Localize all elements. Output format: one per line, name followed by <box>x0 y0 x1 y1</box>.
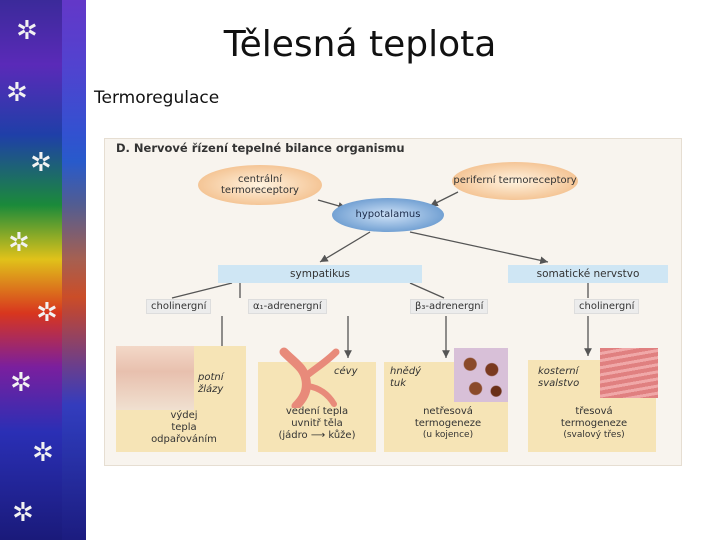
molecule-icon: ✲ <box>36 298 58 328</box>
decorative-sidebar: ✲ ✲ ✲ ✲ ✲ ✲ ✲ ✲ <box>0 0 86 540</box>
hypothalamus-node: hypotalamus <box>332 198 444 232</box>
skeletal-muscle-label: kosterní svalstvo <box>538 366 580 389</box>
alpha-adrenergic-label: α₁-adrenergní <box>248 299 327 314</box>
sympathetic-band: sympatikus <box>218 265 422 283</box>
sidebar-stripe <box>62 0 86 540</box>
vessels-label: cévy <box>334 366 358 377</box>
somatic-band: somatické nervstvo <box>508 265 668 283</box>
non-shivering-text: netřesová termogeneze (u kojence) <box>414 406 482 440</box>
sweat-glands-label: potní žlázy <box>198 372 224 395</box>
heat-loss-text: výdej tepla odpařováním <box>151 410 217 445</box>
vessel-illustration <box>279 347 340 408</box>
brown-fat-illustration <box>454 348 508 402</box>
muscle-illustration <box>600 348 658 398</box>
molecule-icon: ✲ <box>6 78 28 108</box>
peripheral-thermoreceptors-node: periferní termoreceptory <box>452 162 578 200</box>
skin-illustration <box>116 346 194 410</box>
molecule-icon: ✲ <box>16 16 38 46</box>
brown-fat-label: hnědý tuk <box>390 366 422 389</box>
molecule-icon: ✲ <box>30 148 52 178</box>
cholinergic-right-label: cholinergní <box>574 299 640 314</box>
page-title: Tělesná teplota <box>223 24 497 65</box>
molecule-icon: ✲ <box>32 438 54 468</box>
cholinergic-left-label: cholinergní <box>146 299 212 314</box>
molecule-icon: ✲ <box>8 228 30 258</box>
central-thermoreceptors-node: centrální termoreceptory <box>198 165 322 205</box>
molecule-icon: ✲ <box>12 498 34 528</box>
beta-adrenergic-label: β₃-adrenergní <box>410 299 489 314</box>
shivering-text: třesová termogeneze (svalový třes) <box>560 406 628 440</box>
heat-conduction-text: vedení tepla uvnitř těla (jádro ⟶ kůže) <box>278 406 356 441</box>
molecule-icon: ✲ <box>10 368 32 398</box>
figure-heading: D. Nervové řízení tepelné bilance organi… <box>116 141 405 155</box>
panel-vessels <box>258 362 376 452</box>
page-subtitle: Termoregulace <box>94 88 220 108</box>
